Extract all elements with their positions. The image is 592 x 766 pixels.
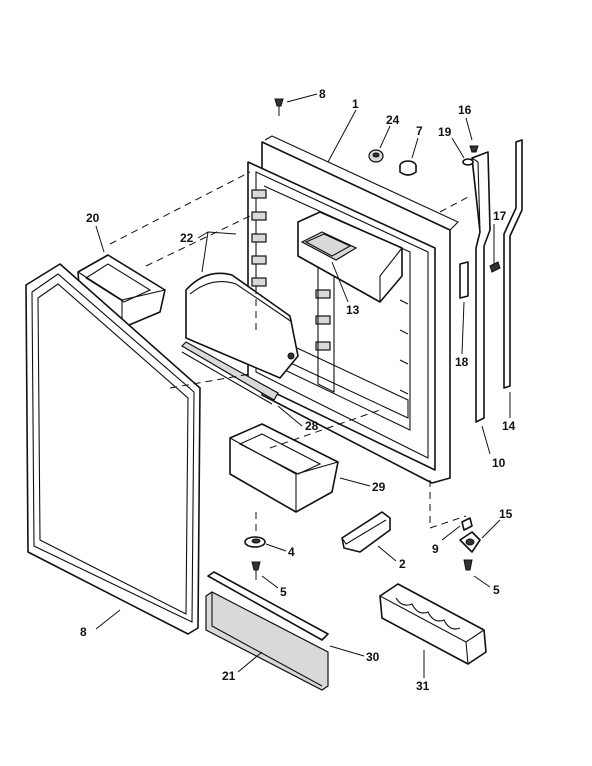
callout-17: 17 (493, 209, 507, 223)
callout-29: 29 (372, 480, 386, 494)
assembly-lines (109, 171, 471, 536)
kick-plate (205, 591, 329, 691)
callout-8-gasket: 8 (80, 625, 87, 639)
hinge-bar (503, 139, 523, 389)
callout-13: 13 (346, 303, 360, 317)
door-handle (341, 511, 391, 553)
callout-18: 18 (455, 355, 469, 369)
screw-right (463, 559, 473, 571)
callout-2: 2 (399, 557, 406, 571)
callout-22: 22 (180, 231, 194, 245)
hinge-pin-9 (461, 517, 473, 531)
callout-30: 30 (366, 650, 380, 664)
cap (399, 160, 417, 176)
callout-8-top: 8 (319, 87, 326, 101)
dairy-compartment (297, 211, 403, 303)
callout-7: 7 (416, 124, 423, 138)
hinge-bracket-15 (459, 531, 481, 553)
callout-5-left: 5 (280, 585, 287, 599)
callout-24: 24 (386, 113, 400, 127)
callout-9: 9 (432, 542, 439, 556)
washer-19 (462, 158, 474, 166)
door-gasket (25, 263, 201, 635)
callout-labels: 8 1 24 7 16 19 20 22 13 17 18 14 28 10 2… (80, 87, 516, 693)
callout-4: 4 (288, 545, 295, 559)
spacer (459, 261, 469, 299)
screw-17 (489, 261, 501, 273)
callout-21: 21 (222, 669, 236, 683)
callout-31: 31 (416, 679, 430, 693)
callout-10: 10 (492, 456, 506, 470)
leader-lines (95, 93, 511, 678)
callout-28: 28 (305, 419, 319, 433)
trim-strip (207, 571, 329, 641)
callout-14: 14 (502, 419, 516, 433)
screw-top (274, 98, 284, 116)
callout-19: 19 (438, 125, 452, 139)
screw-16 (469, 145, 479, 153)
dairy-door (185, 272, 299, 379)
callout-20: 20 (86, 211, 100, 225)
callout-16: 16 (458, 103, 472, 117)
shelf-rail (181, 341, 279, 405)
door-bin (229, 423, 339, 513)
egg-tray (379, 583, 487, 665)
hinge-channel (471, 151, 491, 423)
callout-5-right: 5 (493, 583, 500, 597)
screw-left (251, 561, 261, 580)
callout-15: 15 (499, 507, 513, 521)
callout-1: 1 (352, 97, 359, 111)
door-stop (244, 536, 266, 548)
plug (368, 149, 384, 163)
